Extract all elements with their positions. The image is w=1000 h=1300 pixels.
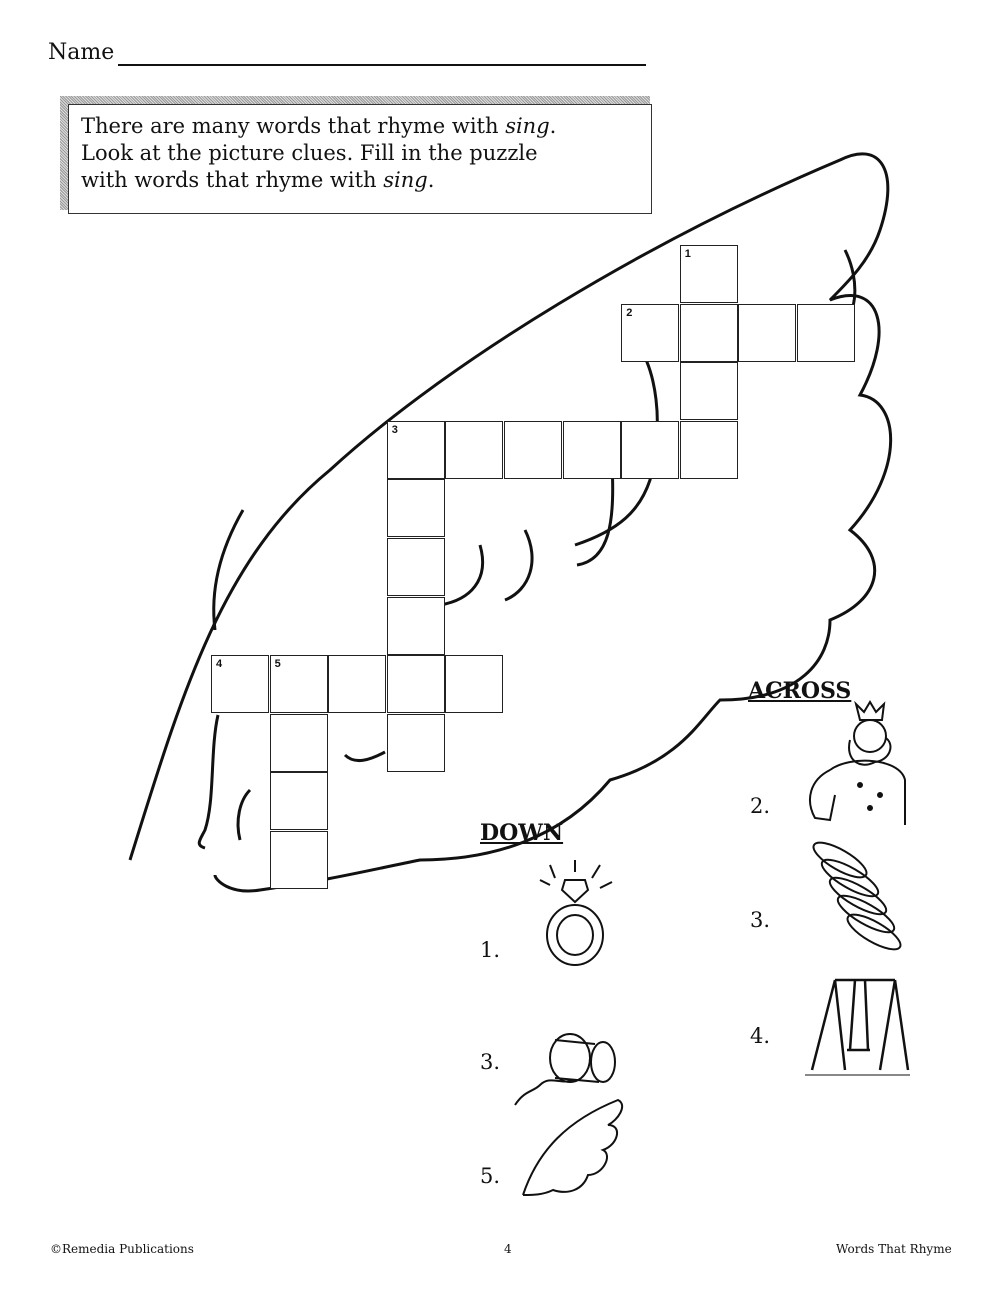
- across-clue-number: 2.: [750, 794, 771, 818]
- crossword-cell[interactable]: 1: [679, 245, 738, 303]
- crossword-cell[interactable]: [386, 713, 445, 772]
- down-clue-number: 3.: [480, 1050, 501, 1074]
- instruction-box: There are many words that rhyme with sin…: [68, 104, 652, 214]
- down-clue-number: 1.: [480, 938, 501, 962]
- crossword-cell[interactable]: [269, 713, 328, 772]
- crossword-cell[interactable]: 2: [621, 303, 680, 362]
- clue-number-label: 1: [684, 248, 691, 260]
- instruction-text: .: [549, 114, 557, 138]
- instruction-text: with words that rhyme with: [81, 168, 384, 192]
- across-heading: ACROSS: [748, 678, 852, 704]
- crossword-cell[interactable]: [679, 303, 738, 362]
- spring-icon: [812, 841, 902, 951]
- wing-icon: [522, 1098, 624, 1196]
- instruction-emphasis: sing: [383, 168, 428, 192]
- clue-number-label: 3: [391, 423, 398, 436]
- name-field[interactable]: [118, 64, 646, 66]
- crossword-cell[interactable]: [679, 420, 738, 479]
- crossword-cell[interactable]: [269, 772, 328, 831]
- clue-number-label: 2: [626, 306, 633, 319]
- king-icon: [809, 700, 906, 825]
- clue-number-label: 5: [274, 658, 281, 671]
- swing-icon: [805, 978, 910, 1076]
- footer-publisher: ©Remedia Publications: [50, 1242, 194, 1256]
- instruction-text: There are many words that rhyme with: [81, 114, 506, 138]
- crossword-cell[interactable]: [445, 655, 504, 714]
- string-icon: [514, 1033, 616, 1106]
- crossword-cell[interactable]: [797, 303, 855, 362]
- down-clue-number: 5.: [480, 1164, 501, 1188]
- crossword-cell[interactable]: [738, 303, 797, 362]
- clue-number-label: 4: [216, 658, 223, 671]
- instruction-text: Look at the picture clues. Fill in the p…: [81, 141, 538, 165]
- crossword-cell[interactable]: [504, 420, 562, 479]
- across-clue-number: 3.: [750, 908, 771, 932]
- crossword-cell[interactable]: [562, 420, 621, 479]
- crossword-cell[interactable]: [386, 479, 445, 538]
- instruction-text: .: [427, 168, 435, 192]
- name-label: Name: [48, 40, 115, 65]
- crossword-cell[interactable]: [386, 596, 445, 655]
- across-clue-number: 4.: [750, 1024, 771, 1048]
- crossword-cell[interactable]: [621, 420, 680, 479]
- footer-page-number: 4: [504, 1242, 512, 1256]
- crossword-cell[interactable]: [386, 538, 445, 596]
- ring-icon: [539, 860, 613, 966]
- down-heading: DOWN: [480, 820, 564, 846]
- footer-book-title: Words That Rhyme: [836, 1242, 952, 1256]
- crossword-cell[interactable]: 5: [269, 655, 328, 714]
- crossword-cell[interactable]: [269, 831, 328, 889]
- crossword-cell[interactable]: 4: [211, 655, 269, 714]
- crossword-cell[interactable]: [386, 655, 445, 714]
- crossword-cell[interactable]: 3: [386, 420, 445, 479]
- crossword-cell[interactable]: [328, 655, 387, 714]
- instruction-emphasis: sing: [505, 114, 550, 138]
- crossword-cell[interactable]: [679, 362, 738, 421]
- crossword-cell[interactable]: [445, 420, 504, 479]
